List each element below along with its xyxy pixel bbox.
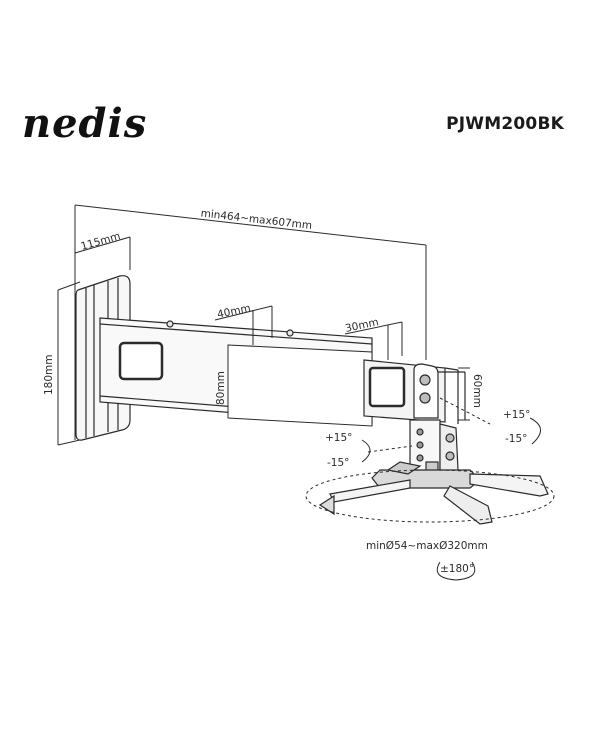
label-inner-offset: 30mm [344, 316, 380, 335]
label-tilt-right-plus: +15° [503, 409, 530, 421]
joint-column [409, 419, 459, 473]
sliding-arm [363, 359, 459, 424]
label-plate-height: 180mm [43, 355, 55, 396]
brand-logo: nedis [22, 100, 148, 147]
tilt-arc-left [361, 439, 371, 463]
label-tilt-left-plus: +15° [325, 432, 352, 444]
label-tilt-right-minus: -15° [505, 433, 527, 445]
label-mount-diameter: minØ54~maxØ320mm [366, 540, 488, 552]
tilt-arc-right [529, 417, 541, 445]
model-number: PJWM200BK [446, 114, 564, 134]
label-tilt-left-minus: -15° [327, 457, 349, 469]
label-rotation: ±180° [440, 563, 474, 575]
inner-arm-block [227, 344, 373, 427]
total-length-line [74, 204, 427, 246]
projector-spider [318, 461, 549, 525]
label-bracket-height: 60mm [471, 374, 483, 408]
label-arm-height: 80mm [215, 371, 227, 405]
label-plate-depth: 115mm [80, 230, 122, 253]
label-total-length: min464~max607mm [200, 207, 313, 232]
rotation-arc [436, 561, 476, 581]
rotation-ellipse [305, 469, 555, 523]
label-arm-offset: 40mm [216, 302, 252, 321]
tilt-bracket [413, 363, 466, 420]
